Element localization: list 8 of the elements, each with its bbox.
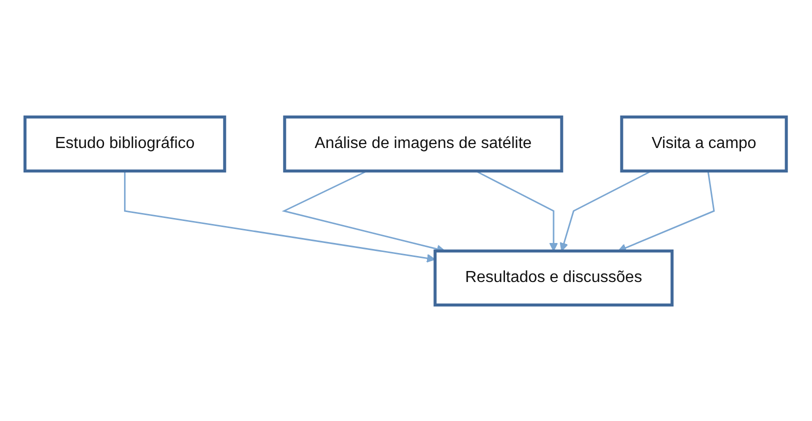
arrow [560, 170, 652, 251]
arrow [124, 170, 436, 262]
arrow [618, 170, 716, 252]
node-box: Análise de imagens de satélite [283, 115, 564, 172]
arrow [476, 170, 558, 251]
node-box: Estudo bibliográfico [24, 115, 226, 172]
node-box: Visita a campo [620, 115, 788, 172]
node-box: Resultados e discussões [434, 249, 674, 306]
